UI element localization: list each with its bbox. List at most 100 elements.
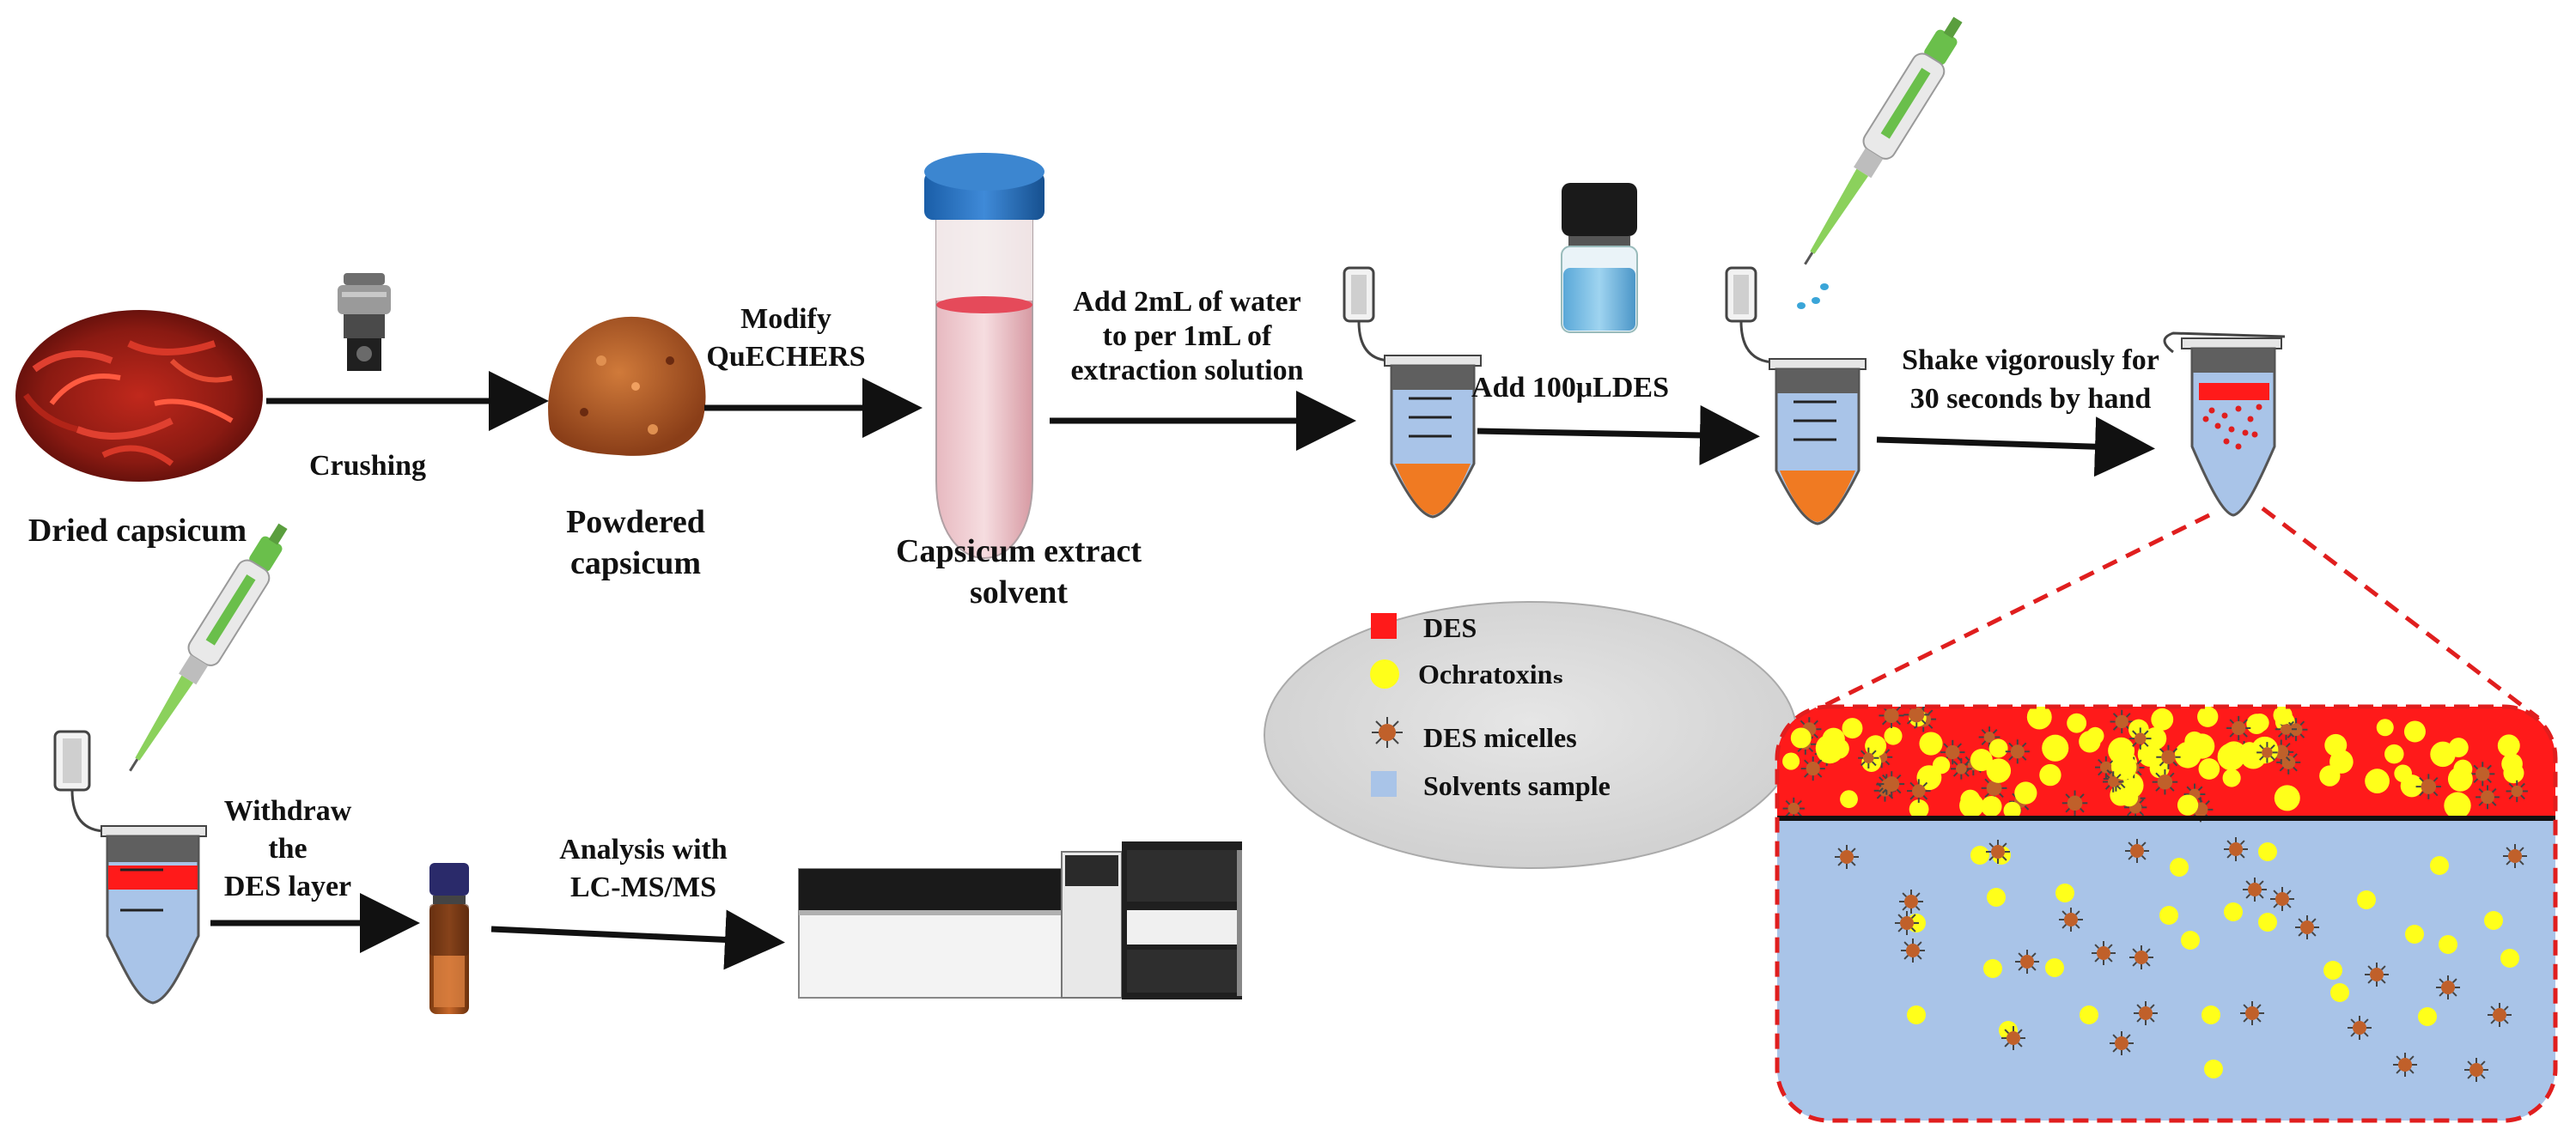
pipette-icon <box>129 523 288 772</box>
ochratoxin-particle <box>2403 720 2426 743</box>
ochratoxin-particle <box>2204 1060 2223 1078</box>
ochratoxin-particle <box>2159 906 2178 925</box>
ochratoxin-particle <box>1907 1005 1926 1024</box>
micelle-particle <box>1901 939 1925 963</box>
add-water-line1: Add 2mL of water <box>1073 286 1300 318</box>
ochratoxin-particle <box>2055 884 2074 902</box>
ochratoxin-particle <box>2394 764 2412 783</box>
shake-line2: 30 seconds by hand <box>1910 383 2152 415</box>
micelle-particle <box>2129 727 2152 750</box>
analysis-line1: Analysis with <box>559 834 728 866</box>
zoom-line-right <box>2261 507 2540 720</box>
pipette-icon <box>1804 16 1963 265</box>
micelle-particle <box>2240 1001 2264 1025</box>
micelle-particle <box>2001 1026 2025 1050</box>
ochratoxin-particle <box>2500 949 2519 968</box>
micelle-particle <box>2470 762 2495 787</box>
ochratoxin-particle <box>2079 731 2101 753</box>
modify-line2: QuECHERS <box>706 341 865 373</box>
micelle-particle <box>2005 739 2030 764</box>
micelle-particle <box>2506 780 2528 803</box>
ochratoxin-particle <box>2444 792 2471 819</box>
micelle-particle <box>2503 844 2527 868</box>
ochratoxin-particle <box>2181 931 2200 950</box>
solvent-layer-particles <box>1835 837 2527 1082</box>
ochratoxin-particle <box>2503 762 2524 784</box>
legend-micelle-swatch <box>1372 717 1403 748</box>
ochratoxin-particle <box>2067 713 2087 733</box>
ochratoxin-particle <box>2026 707 2052 730</box>
arrow-analysis <box>490 909 785 970</box>
modify-line1: Modify <box>740 303 831 335</box>
micelle-particle <box>2125 839 2149 863</box>
eppendorf-tube-icon <box>1725 266 1867 525</box>
arrow-add-des <box>1477 404 1760 465</box>
ochratoxin-particle <box>2222 768 2241 787</box>
grinder-icon <box>338 273 391 371</box>
eppendorf-tube-icon <box>1343 266 1482 519</box>
micelle-particle <box>1800 756 1825 781</box>
ochratoxin-particle <box>2080 1005 2098 1024</box>
micelle-particle <box>2436 975 2460 999</box>
add-water-line3: extraction solution <box>1070 355 1303 386</box>
legend-micelles-label: DES micelles <box>1423 722 1577 753</box>
ochratoxin-particle <box>2170 858 2189 877</box>
powdered-line2: capsicum <box>570 545 701 581</box>
ochratoxin-particle <box>1919 732 1943 756</box>
micelle-particle <box>2102 771 2124 793</box>
extract-line2: solvent <box>970 574 1068 610</box>
micelle-particle <box>2256 742 2278 763</box>
ochratoxin-particle <box>1987 888 2006 907</box>
ochratoxin-particle <box>1970 846 1989 865</box>
ochratoxin-particle <box>2274 785 2300 811</box>
ochratoxin-particle <box>2484 911 2503 930</box>
legend-solvents-label: Solvents sample <box>1423 770 1611 801</box>
ochratoxin-particle <box>1790 727 1812 749</box>
ochratoxin-particle <box>2224 902 2243 921</box>
ochratoxin-particle <box>2246 714 2267 734</box>
legend-ochratoxin-swatch <box>1370 659 1399 689</box>
micelle-particle <box>2243 878 2267 902</box>
micelle-particle <box>1907 779 1931 803</box>
ochratoxin-particle <box>2258 842 2277 861</box>
powder-pile-icon <box>548 316 706 456</box>
ochratoxin-particle <box>1822 727 1845 750</box>
micelle-particle <box>2224 837 2248 861</box>
zoom-detail <box>1775 704 2558 1123</box>
ochratoxin-particle <box>2144 727 2167 750</box>
ochratoxin-particle <box>1840 790 1858 809</box>
zoom-line-left <box>1798 513 2211 720</box>
withdraw-line2: the <box>268 833 307 865</box>
ochratoxin-particle <box>2039 763 2061 787</box>
analysis-line2: LC-MS/MS <box>570 872 716 903</box>
eppendorf-tube-icon <box>2163 331 2286 517</box>
ochratoxin-particle <box>2045 958 2064 977</box>
ochratoxin-particle <box>1986 758 2012 783</box>
lc-ms-instrument-icon <box>798 841 1242 999</box>
ochratoxin-particle <box>1884 726 1903 745</box>
ochratoxin-particle <box>1970 749 1993 772</box>
legend-ochratoxins-label: Ochratoxinₛ <box>1418 659 1563 689</box>
ochratoxin-particle <box>2197 707 2219 727</box>
micelle-particle <box>2275 718 2297 740</box>
ochratoxin-particle <box>2439 935 2457 954</box>
ochratoxin-particle <box>2198 758 2220 780</box>
withdraw-line3: DES layer <box>224 871 351 902</box>
des-vial-icon <box>1561 183 1638 333</box>
ochratoxin-particle <box>1909 799 1929 819</box>
micelle-particle <box>2415 774 2442 799</box>
ochratoxin-particle <box>1983 959 2002 978</box>
ochratoxin-particle <box>2418 1007 2437 1026</box>
micelle-particle <box>2156 744 2181 769</box>
ochratoxin-particle <box>2384 744 2404 764</box>
micelle-particle <box>2061 790 2088 817</box>
legend-solvent-swatch <box>1371 771 1397 797</box>
micelle-particle <box>2295 915 2319 939</box>
ochratoxin-particle <box>2120 788 2139 807</box>
legend-des-swatch <box>1371 613 1397 639</box>
ochratoxin-particle <box>2240 743 2267 769</box>
ochratoxin-particle <box>1959 793 1984 818</box>
add-water-line2: to per 1mL of <box>1103 320 1272 352</box>
ochratoxin-particle <box>2014 781 2037 805</box>
ochratoxin-particle <box>2184 731 2205 751</box>
